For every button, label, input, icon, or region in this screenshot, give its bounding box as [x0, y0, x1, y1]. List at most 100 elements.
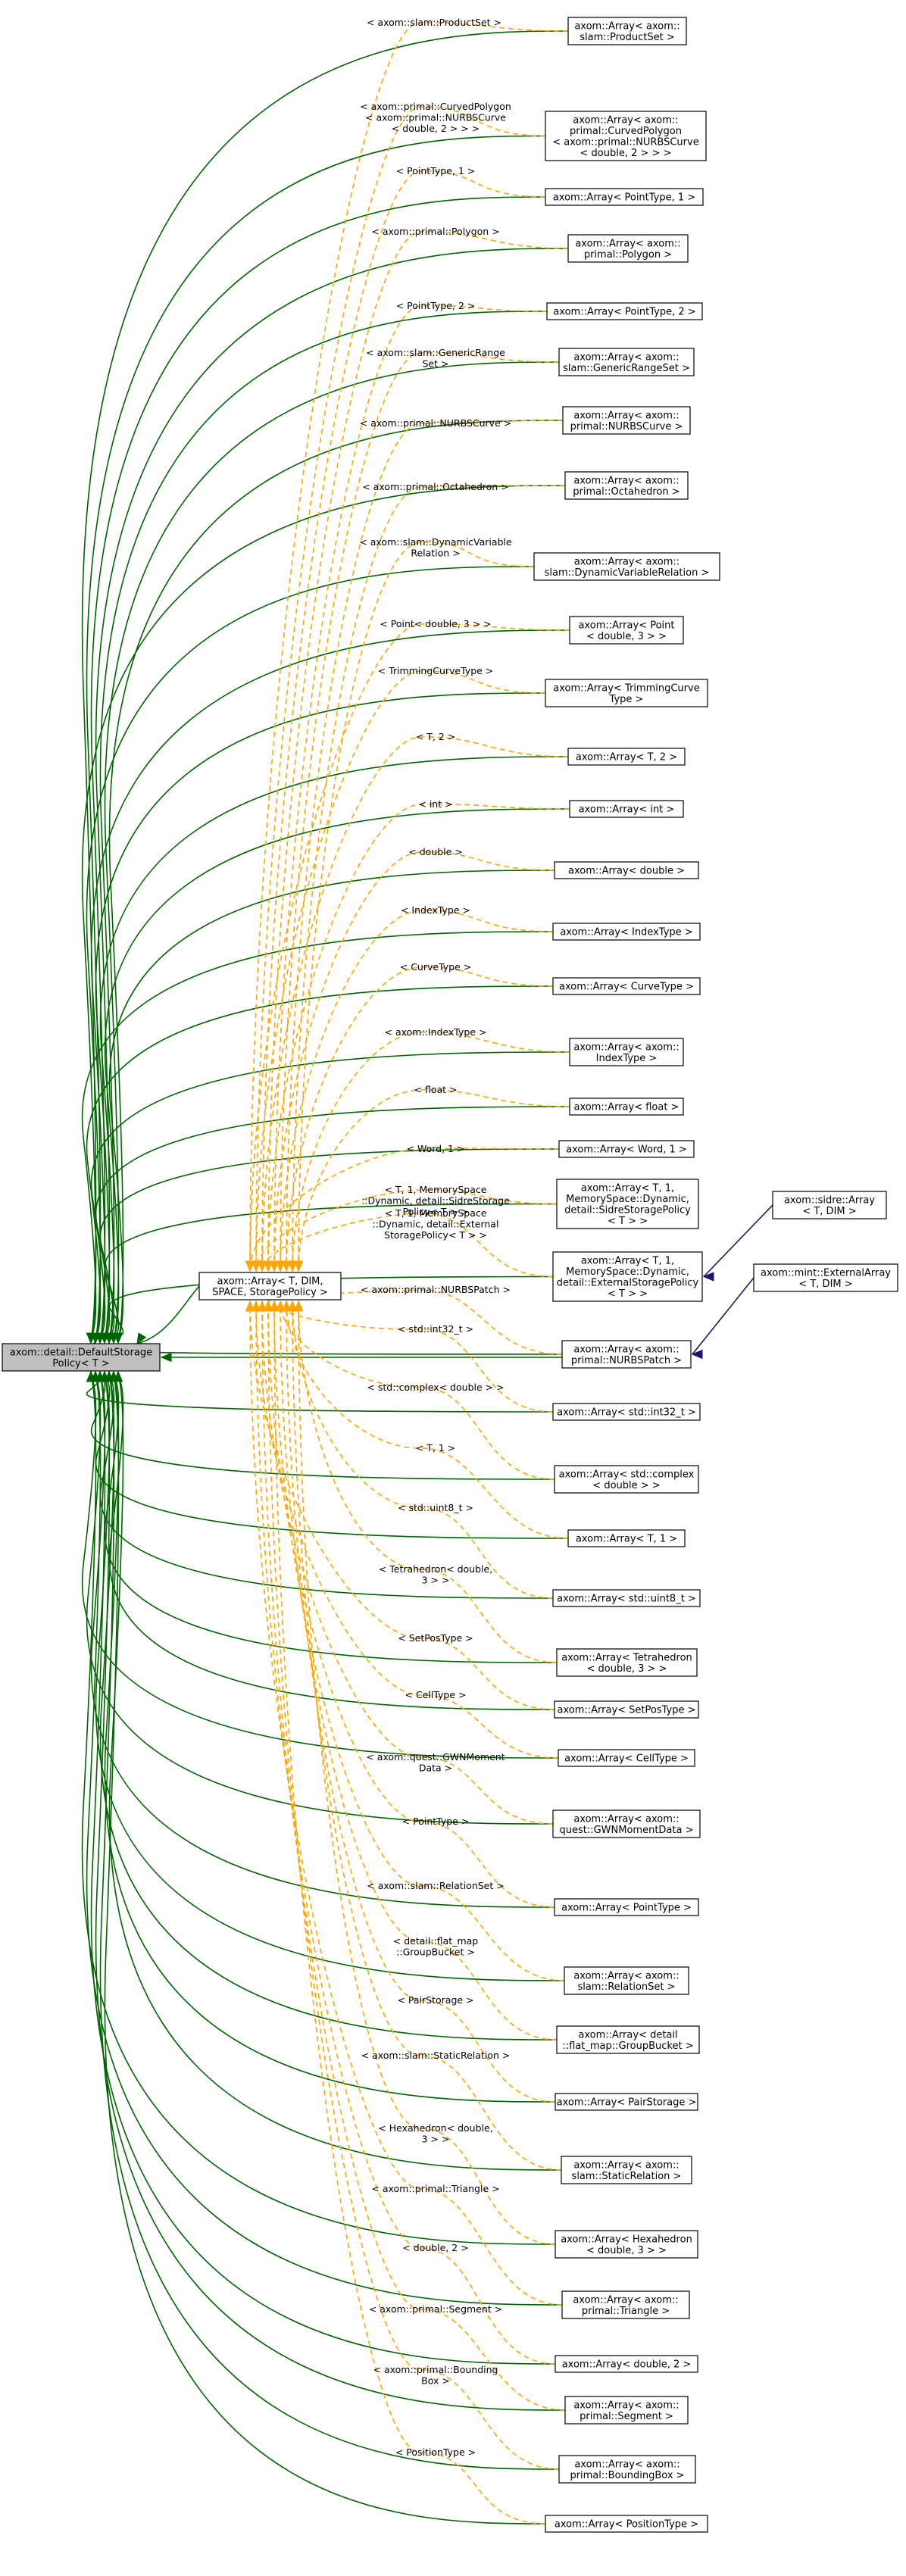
derived-class-node[interactable]: axom::sidre::Array< T, DIM >	[772, 1191, 887, 1219]
instance-class-node-box	[552, 1403, 701, 1421]
instance-class-node-box	[555, 2355, 698, 2373]
instance-class-node-text-line: axom::Array< PointType, 2 >	[553, 307, 695, 318]
template-class-node[interactable]: axom::Array< T, DIM,SPACE, StoragePolicy…	[198, 1272, 342, 1300]
edge-label: < axom::primal::BoundingBox >	[373, 2364, 498, 2387]
template-edge	[267, 803, 570, 1272]
edge-label-line: < PairStorage >	[397, 1994, 473, 2006]
template-edge	[292, 1300, 562, 2171]
edge-label: < T, 1 >	[416, 1442, 455, 1453]
instance-class-node-text-line: axom::Array< axom::	[573, 114, 678, 126]
instance-class-node[interactable]: axom::Array< axom::primal::Segment >	[564, 2396, 689, 2425]
edge-label: < axom::primal::Polygon >	[371, 226, 499, 237]
edge-label-line: < axom::slam::StaticRelation >	[361, 2050, 511, 2061]
instance-class-node[interactable]: axom::Array< SetPosType >	[554, 1700, 699, 1719]
instance-class-node[interactable]: axom::Array< axom::primal::BoundingBox >	[558, 2455, 696, 2484]
template-edge	[267, 1300, 560, 2470]
instance-class-node-text-line: axom::Array< Hexahedron	[561, 2234, 692, 2245]
instance-class-node[interactable]: axom::Array< T, 2 >	[567, 748, 686, 766]
instance-class-node[interactable]: axom::Array< CurveType >	[552, 977, 701, 995]
instance-class-node[interactable]: axom::Array< axom::primal::NURBSCurve >	[562, 406, 691, 435]
instance-class-node-text-line: < axom::primal::NURBSCurve	[552, 136, 698, 148]
instance-class-node[interactable]: axom::Array< double, 2 >	[555, 2355, 698, 2373]
instance-class-node-text-line: axom::Array< axom::	[573, 2159, 679, 2171]
instance-class-node-text-line: axom::Array< axom::	[573, 2294, 678, 2306]
instance-class-node[interactable]: axom::Array< Hexahedron< double, 3 > >	[555, 2230, 698, 2259]
instance-class-node[interactable]: axom::Array< float >	[569, 1098, 684, 1116]
instance-class-node[interactable]: axom::Array< std::int32_t >	[552, 1403, 701, 1421]
instance-class-node-text-line: < double, 3 > >	[586, 631, 667, 642]
inheritance-arrowhead	[86, 1332, 96, 1344]
instance-class-node[interactable]: axom::Array< TrimmingCurveType >	[545, 679, 708, 707]
instance-class-node[interactable]: axom::Array< axom::slam::RelationSet >	[564, 1966, 689, 1995]
instance-class-node[interactable]: axom::Array< PointType, 2 >	[546, 302, 703, 320]
instance-class-node[interactable]: axom::Array< axom::quest::GWNMomentData …	[552, 1809, 701, 1838]
instance-class-node[interactable]: axom::Array< axom::primal::Triangle >	[561, 2290, 690, 2319]
instance-class-node[interactable]: axom::Array< IndexType >	[552, 923, 701, 941]
instance-class-node[interactable]: axom::Array< axom::primal::Octahedron >	[564, 471, 689, 500]
template-arrowhead	[293, 1260, 304, 1272]
instance-class-node-box	[545, 111, 707, 161]
instance-class-node-text-line: axom::Array< axom::	[574, 2459, 680, 2470]
instance-class-node-text-line: axom::Array< std::uint8_t >	[557, 1594, 696, 1605]
template-edge	[255, 670, 546, 1272]
inheritance-arrowhead	[108, 1370, 119, 1382]
edge-label-line: < TrimmingCurveType >	[378, 665, 494, 676]
instance-class-node[interactable]: axom::Array< axom::IndexType >	[569, 1038, 684, 1066]
instance-class-node-text-line: < T > >	[608, 1216, 648, 1227]
instance-class-node[interactable]: axom::Array< axom::primal::CurvedPolygon…	[545, 111, 707, 161]
derived-class-node[interactable]: axom::mint::ExternalArray< T, DIM >	[753, 1263, 898, 1292]
instance-class-node[interactable]: axom::Array< PositionType >	[545, 2515, 708, 2533]
instance-class-node-box	[564, 1966, 689, 1995]
instance-class-node-box	[546, 302, 703, 320]
template-arrowhead	[287, 1260, 298, 1272]
instance-class-node[interactable]: axom::Array< PointType >	[554, 1898, 699, 1916]
edge-label-line: < axom::IndexType >	[385, 1026, 487, 1038]
instance-class-node[interactable]: axom::Array< axom::primal::Polygon >	[567, 234, 689, 263]
edge-label-line: 3 > >	[422, 1575, 450, 1586]
instance-class-node[interactable]: axom::Array< PairStorage >	[555, 2093, 698, 2111]
inheritance-edge	[99, 1148, 560, 1344]
instance-class-node[interactable]: axom::Array< PointType, 1 >	[545, 188, 704, 206]
instance-class-node[interactable]: axom::Array< T, 1,MemorySpace::Dynamic,d…	[552, 1251, 703, 1302]
instance-class-node[interactable]: axom::Array< axom::slam::StaticRelation …	[561, 2156, 692, 2184]
instance-class-node[interactable]: axom::Array< axom::primal::NURBSPatch >	[561, 1340, 692, 1369]
instance-class-node[interactable]: axom::Array< double >	[554, 861, 699, 879]
instance-class-node[interactable]: axom::Array< Tetrahedron< double, 3 > >	[556, 1648, 698, 1677]
instance-class-node-text-line: axom::Array< axom::	[573, 351, 679, 363]
instance-class-node-box	[545, 188, 704, 206]
inheritance-edge	[81, 485, 566, 1344]
inheritance-edge	[104, 1371, 546, 2524]
instance-class-node[interactable]: axom::Array< int >	[569, 800, 684, 818]
edge-label-line: < axom::primal::NURBSCurve	[365, 112, 506, 123]
template-edge	[267, 231, 569, 1272]
edge-label-line: < PositionType >	[395, 2446, 476, 2458]
instance-class-node[interactable]: axom::Array< Word, 1 >	[558, 1140, 695, 1158]
inheritance-edge	[90, 1051, 570, 1344]
instance-class-node[interactable]: axom::Array< detail::flat_map::GroupBuck…	[556, 2025, 700, 2054]
instance-class-node-text-line: axom::Array< axom::	[573, 1041, 679, 1053]
template-arrowhead	[263, 1300, 273, 1312]
instance-class-node[interactable]: axom::Array< axom::slam::ProductSet >	[567, 17, 687, 45]
instance-class-node[interactable]: axom::Array< std::complex< double > >	[554, 1465, 699, 1494]
instance-class-node[interactable]: axom::Array< CellType >	[558, 1749, 695, 1767]
inheritance-edge	[104, 1371, 558, 1663]
instance-class-node-box	[561, 1340, 692, 1369]
instance-class-node-text-line: < double, 3 > >	[586, 2245, 667, 2256]
instance-class-node[interactable]: axom::Array< axom::slam::DynamicVariable…	[533, 552, 720, 581]
template-edge	[273, 1300, 554, 1413]
instance-class-node-text-line: slam::ProductSet >	[580, 32, 675, 43]
instance-class-node[interactable]: axom::Array< T, 1 >	[567, 1529, 686, 1547]
instance-class-node[interactable]: axom::Array< Point< double, 3 > >	[569, 616, 684, 645]
instance-class-node[interactable]: axom::Array< T, 1,MemorySpace::Dynamic,d…	[556, 1179, 699, 1229]
inheritance-edge	[90, 196, 546, 1344]
instance-class-node-text-line: axom::Array< IndexType >	[560, 927, 692, 938]
template-arrowhead	[251, 1260, 261, 1272]
instance-class-node[interactable]: axom::Array< std::uint8_t >	[552, 1589, 701, 1607]
template-edge	[261, 736, 569, 1272]
instance-class-node[interactable]: axom::Array< axom::slam::GenericRangeSet…	[558, 348, 695, 376]
template-edge	[273, 1300, 546, 2524]
edge-label: < axom::quest::GWNMomentData >	[366, 1751, 505, 1774]
instance-class-node-text-line: axom::Array< double, 2 >	[562, 2359, 692, 2371]
